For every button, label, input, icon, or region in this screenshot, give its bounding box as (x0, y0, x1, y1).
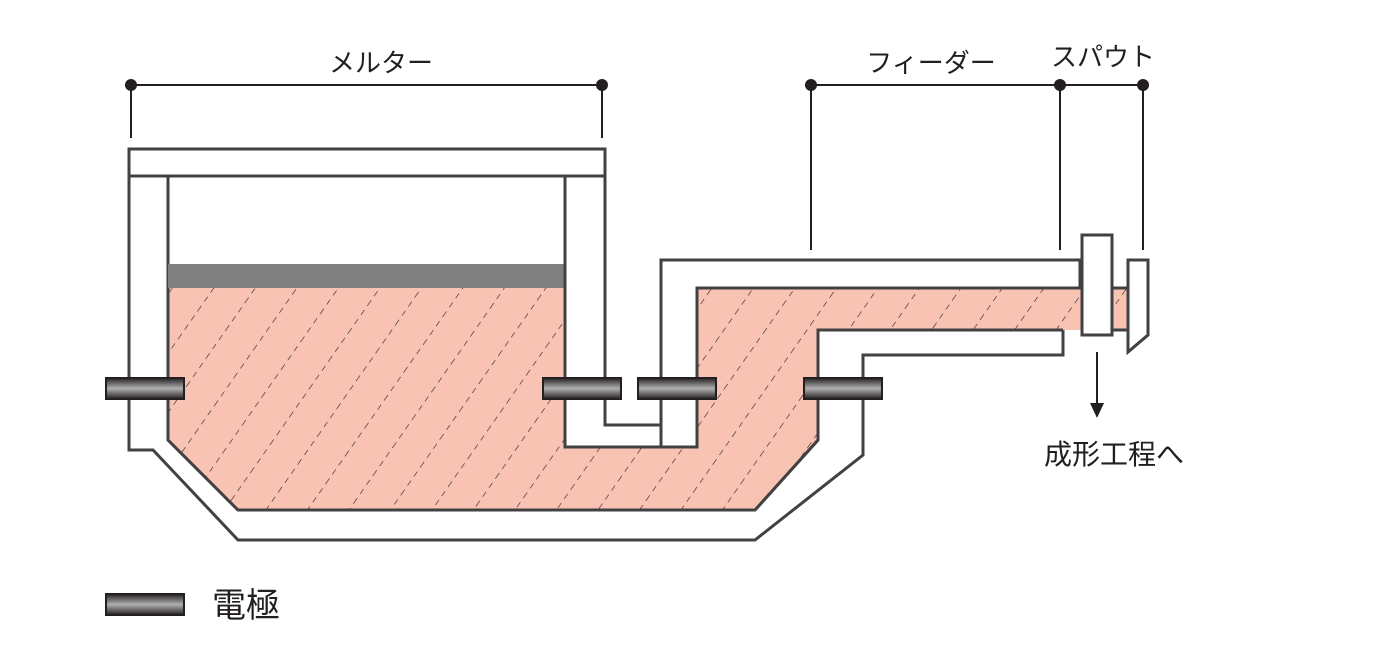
feeder-left-dot (805, 79, 817, 91)
batch-surface-layer (168, 264, 565, 288)
melter-right-dot (596, 79, 608, 91)
feeder-right-dot (1054, 79, 1066, 91)
feeder-dimension: フィーダー スパウト (805, 43, 1155, 250)
legend: 電極 (105, 586, 280, 626)
arrow-head (1090, 403, 1104, 418)
melter-dimension: メルター (125, 49, 608, 138)
spout-right-dot (1137, 79, 1149, 91)
throat-fix (563, 174, 663, 449)
electrode-rod-icon (803, 377, 883, 400)
output-arrow: 成形工程へ (1044, 352, 1184, 471)
melter-roof (127, 147, 607, 178)
electrode-rod-icon (542, 377, 622, 400)
spout-label: スパウト (1051, 43, 1155, 73)
output-label: 成形工程へ (1044, 438, 1184, 471)
spout (1080, 233, 1150, 356)
electrode-rod-icon (637, 377, 717, 400)
spout-plunger (1080, 233, 1114, 337)
legend-electrode-icon (105, 593, 185, 616)
melter-label: メルター (329, 49, 433, 79)
electrode-rod-icon (105, 377, 185, 400)
melter-left-dot (125, 79, 137, 91)
legend-electrode-label: 電極 (212, 586, 280, 626)
glass-bottom-border (166, 328, 1063, 512)
spout-lip (1126, 258, 1150, 356)
feeder-label: フィーダー (866, 49, 995, 79)
electrodes (105, 377, 883, 400)
